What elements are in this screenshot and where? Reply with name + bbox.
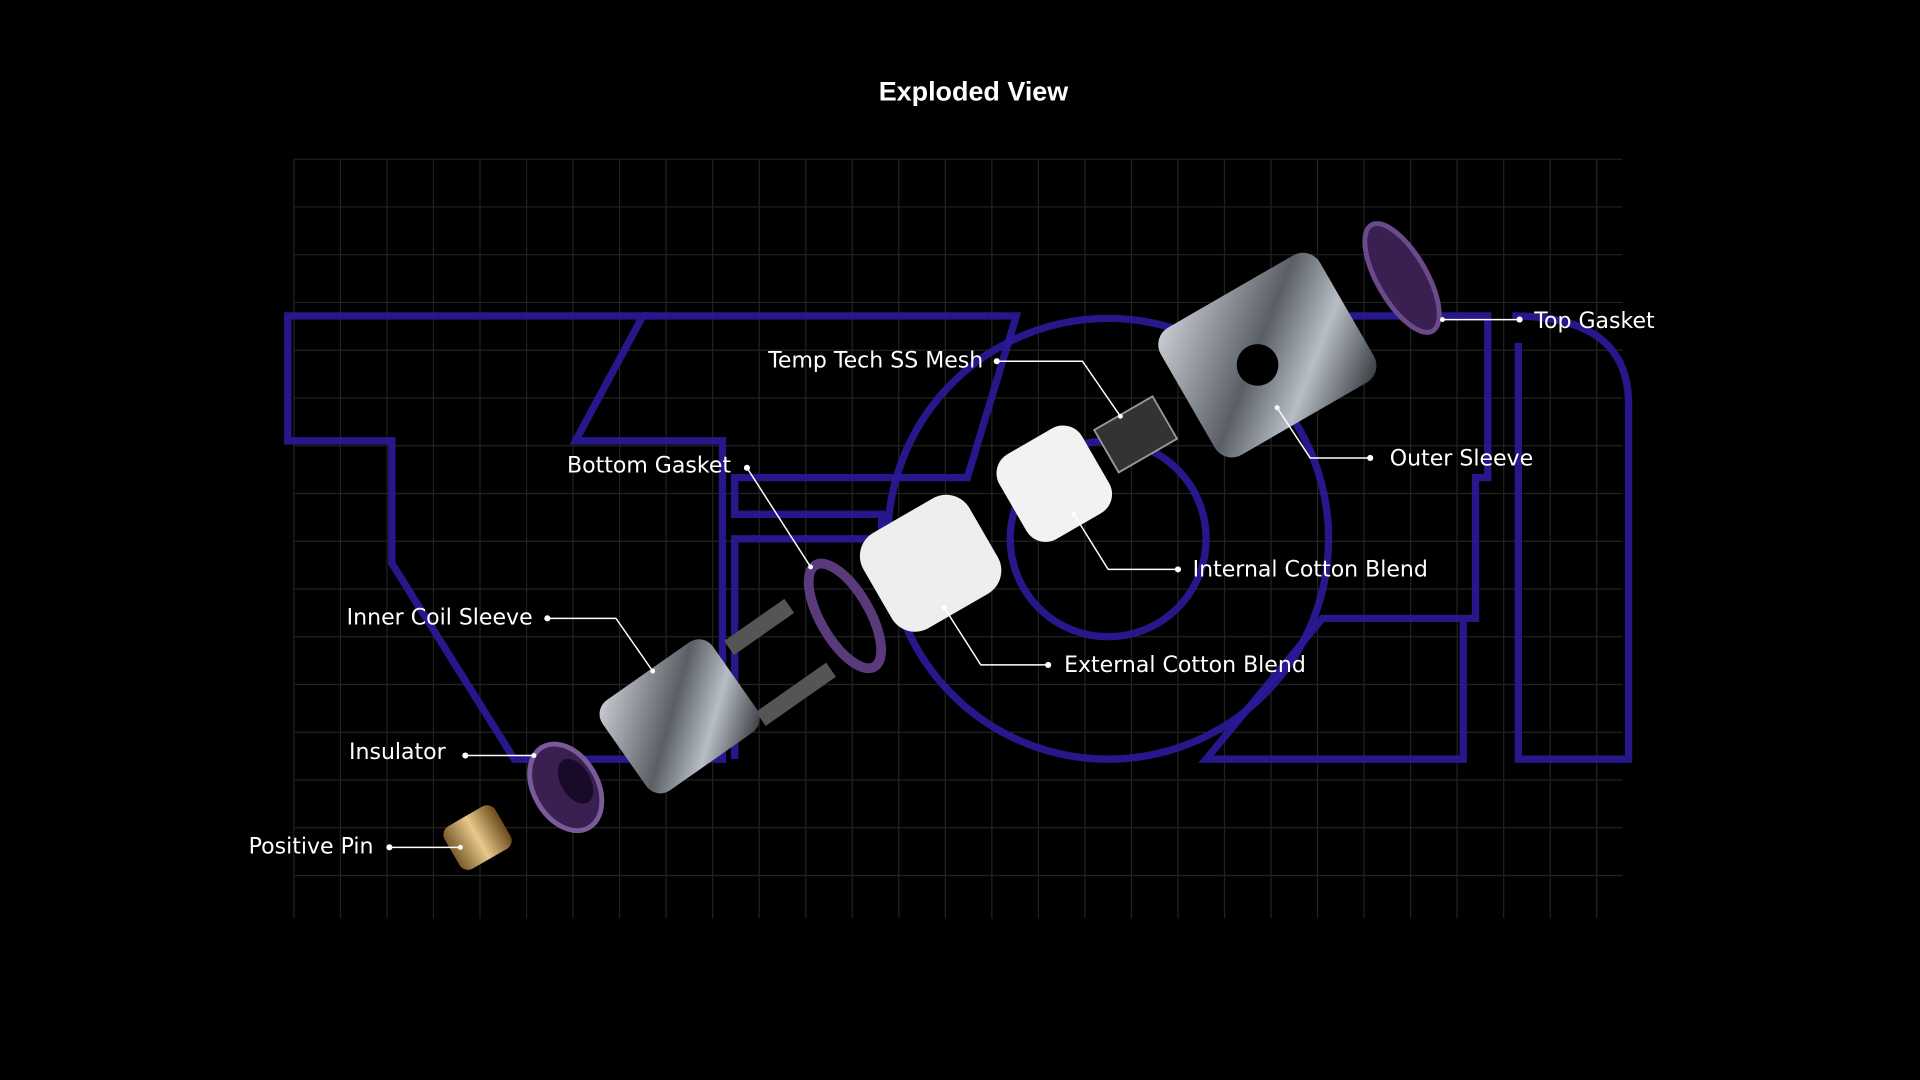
- page-title: Exploded View: [879, 76, 1069, 106]
- inner-coil-sleeve-part: [599, 598, 836, 794]
- label-temp-tech-ss-mesh: Temp Tech SS Mesh: [767, 348, 983, 373]
- label-internal-cotton-blend: Internal Cotton Blend: [1193, 558, 1428, 583]
- insulator-part: [527, 741, 605, 834]
- label-inner-coil-sleeve: Inner Coil Sleeve: [347, 605, 533, 630]
- outer-sleeve-part: [1158, 252, 1377, 458]
- tech-logo-watermark: [284, 312, 1633, 763]
- external-cotton-blend-part: [859, 494, 1002, 632]
- temp-tech-ss-mesh-part: [1092, 395, 1179, 474]
- bottom-gasket-part: [803, 558, 887, 674]
- label-bottom-gasket: Bottom Gasket: [567, 454, 731, 479]
- label-positive-pin: Positive Pin: [249, 834, 374, 859]
- label-insulator: Insulator: [349, 740, 447, 765]
- leader-lines: [386, 316, 1523, 851]
- top-gasket-part: [1362, 221, 1442, 335]
- label-external-cotton-blend: External Cotton Blend: [1064, 653, 1306, 678]
- internal-cotton-blend-part: [996, 425, 1113, 542]
- label-top-gasket: Top Gasket: [1533, 309, 1655, 334]
- positive-pin-part: [443, 805, 512, 870]
- label-outer-sleeve: Outer Sleeve: [1390, 446, 1533, 471]
